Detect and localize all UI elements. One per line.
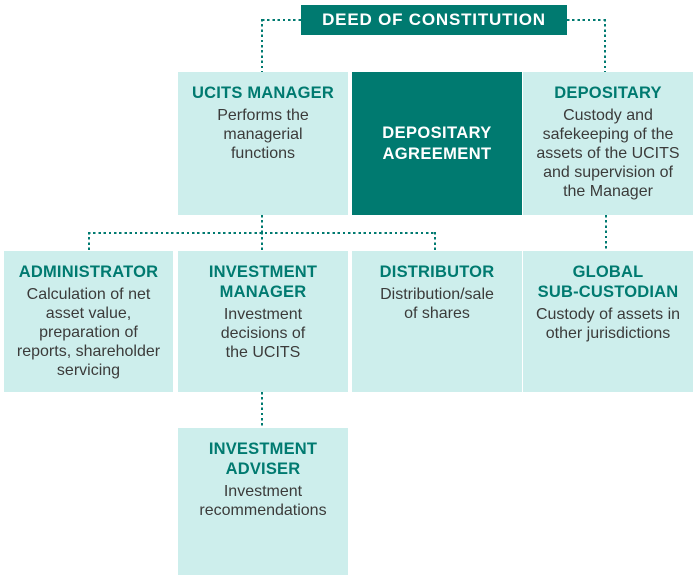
node-investment-manager-body: Investment decisions of the UCITS — [220, 306, 306, 361]
connector-bus-to-investment-manager-v — [261, 232, 263, 251]
node-administrator-title: ADMINISTRATOR — [18, 263, 159, 281]
connector-ucits-manager-drop-v — [261, 215, 263, 233]
node-investment-manager: INVESTMENT MANAGER Investment decisions … — [178, 251, 348, 392]
node-distributor-body: Distribution/sale of shares — [380, 286, 494, 322]
node-deed-of-constitution: DEED OF CONSTITUTION — [301, 5, 567, 35]
node-administrator: ADMINISTRATOR Calculation of net asset v… — [4, 251, 173, 392]
node-depositary-body: Custody and safekeeping of the assets of… — [536, 107, 680, 200]
node-depositary: DEPOSITARY Custody and safekeeping of th… — [523, 72, 693, 215]
node-investment-adviser: INVESTMENT ADVISER Investment recommenda… — [178, 428, 348, 575]
connector-deed-to-depositary-h — [567, 19, 605, 21]
node-distributor-title: DISTRIBUTOR — [379, 263, 495, 281]
node-depositary-agreement: DEPOSITARY AGREEMENT — [352, 72, 522, 215]
connector-deed-to-ucits-manager-h — [262, 19, 301, 21]
node-depositary-title: DEPOSITARY — [554, 84, 662, 102]
node-administrator-body: Calculation of net asset value, preparat… — [16, 286, 161, 379]
node-ucits-manager-body: Performs the managerial functions — [217, 107, 309, 162]
node-ucits-manager-title: UCITS MANAGER — [192, 84, 334, 102]
node-investment-manager-title: INVESTMENT MANAGER — [208, 263, 318, 301]
connector-bus-to-distributor-v — [434, 232, 436, 251]
connector-deed-to-ucits-manager-v — [261, 19, 263, 72]
node-distributor: DISTRIBUTOR Distribution/sale of shares — [352, 251, 522, 392]
connector-deed-to-depositary-v — [604, 19, 606, 72]
node-global-sub-custodian-title: GLOBAL SUB-CUSTODIAN — [537, 263, 679, 301]
connector-bus-to-administrator-v — [88, 232, 90, 251]
connector-depositary-to-global-sub-custodian-v — [605, 215, 607, 251]
connector-investment-manager-to-adviser-v — [261, 392, 263, 428]
node-investment-adviser-body: Investment recommendations — [199, 483, 327, 519]
node-depositary-agreement-title: DEPOSITARY AGREEMENT — [382, 123, 492, 163]
node-global-sub-custodian: GLOBAL SUB-CUSTODIAN Custody of assets i… — [523, 251, 693, 392]
node-ucits-manager: UCITS MANAGER Performs the managerial fu… — [178, 72, 348, 215]
node-global-sub-custodian-body: Custody of assets in other jurisdictions — [535, 306, 681, 342]
node-investment-adviser-title: INVESTMENT ADVISER — [208, 440, 318, 478]
node-deed-title: DEED OF CONSTITUTION — [322, 10, 546, 29]
